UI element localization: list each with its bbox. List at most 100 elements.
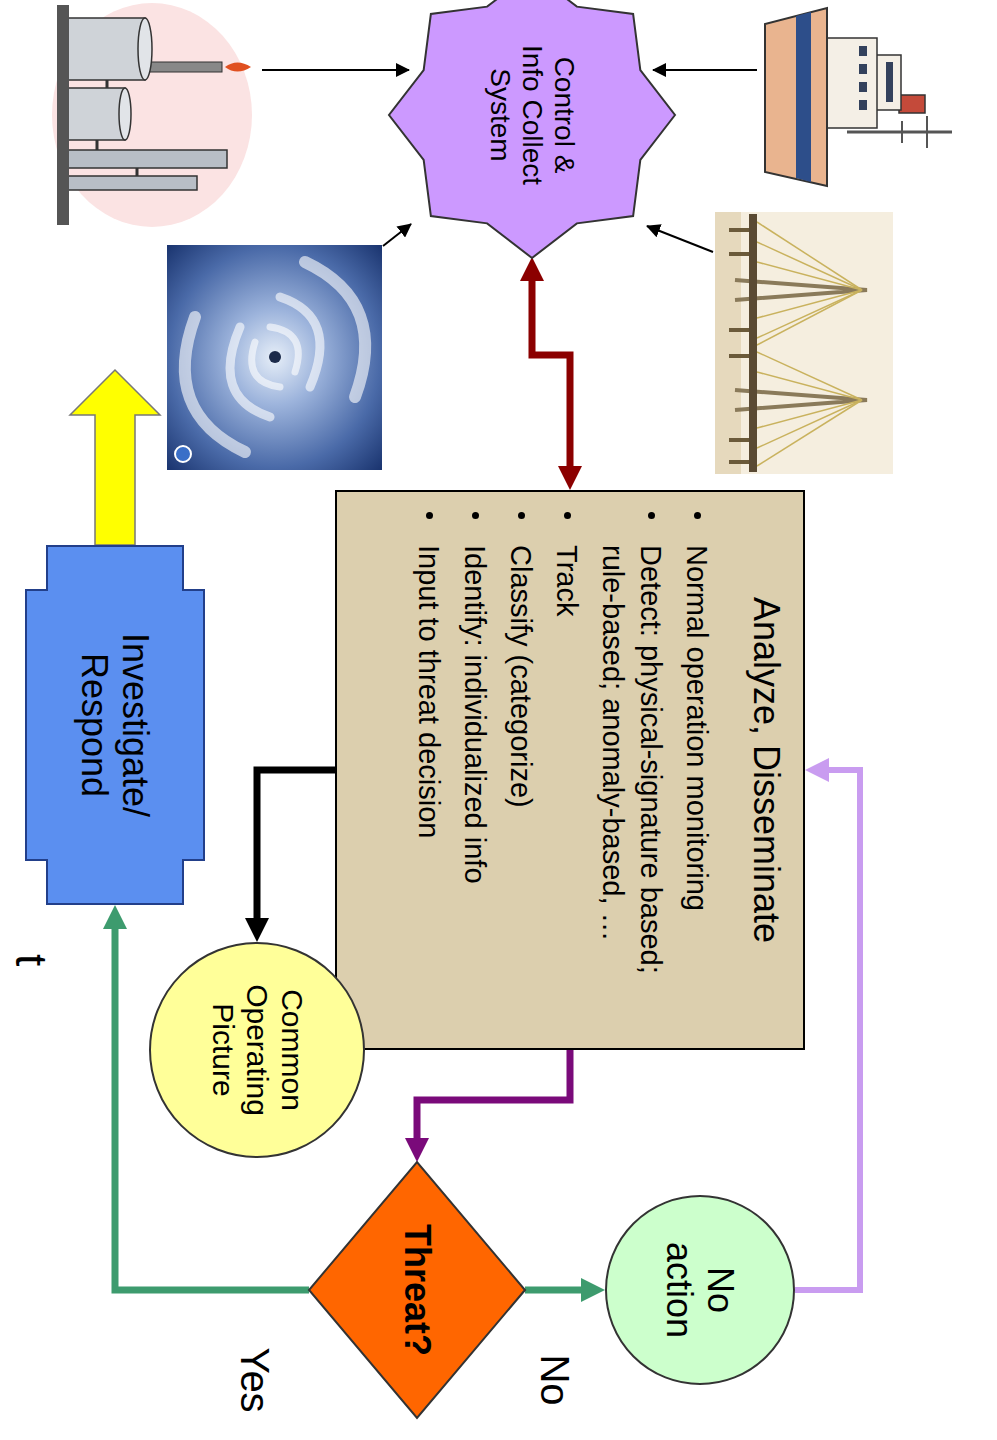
- bridge-piers: [729, 354, 749, 358]
- ship-mast: [926, 116, 928, 148]
- node-text-group: Control & Info Collect System: [484, 37, 581, 193]
- refinery-tank: [138, 18, 152, 80]
- bullet-text: Input to threat decision: [410, 545, 448, 1034]
- bullet-item: Detect: physical-signature based; rule-b…: [594, 506, 670, 1034]
- bridge-cables: [757, 400, 862, 448]
- bullet-dot: [518, 512, 525, 519]
- bridge-cables: [757, 222, 862, 466]
- threat-decision-diamond-shape: [309, 1162, 525, 1418]
- bridge-cables: [757, 242, 862, 290]
- data-link-arrow: [532, 271, 570, 476]
- branch-label: No: [533, 1351, 577, 1408]
- hurricane-satellite-image: [167, 245, 382, 470]
- picture-arrow: [257, 770, 335, 928]
- input-arrow: [647, 226, 713, 252]
- bullet-dot: [648, 512, 655, 519]
- node-text-group: Common Operating Picture: [205, 970, 309, 1130]
- node-label: No action: [659, 1235, 742, 1345]
- input-arrow: [262, 69, 409, 71]
- box-heading: Analyze, Disseminate: [746, 506, 787, 1034]
- node-label: Threat?: [396, 1215, 437, 1365]
- ship-superstructure: [827, 38, 877, 128]
- refinery-haze: [52, 3, 252, 227]
- bridge-cables: [757, 372, 862, 400]
- stray-letter: t: [7, 954, 55, 966]
- ship-picture: [765, 8, 952, 186]
- refinery-tank: [119, 88, 131, 140]
- text-row: Investigate/ Respond: [74, 625, 157, 825]
- hurricane-cloud-bands: [185, 262, 365, 452]
- bullet-dot: [472, 512, 479, 519]
- refinery-stack: [142, 62, 222, 72]
- decision-arrow: [417, 1050, 570, 1148]
- bridge-cables: [757, 352, 862, 400]
- node-text-group: Threat?: [396, 1215, 437, 1365]
- ship-window: [859, 64, 867, 74]
- analyze-box: Analyze, Disseminate Normal operation mon…: [335, 490, 805, 1050]
- bullet-text: Detect: physical-signature based; rule-b…: [594, 545, 670, 1034]
- bullet-dot: [694, 512, 701, 519]
- ship-mast: [847, 131, 952, 134]
- text-row: Analyze, Disseminate: [746, 506, 787, 1034]
- text-row: Control & Info Collect System: [484, 37, 581, 193]
- ship-window: [859, 82, 867, 92]
- ship-funnel: [899, 95, 925, 113]
- ship-hull: [765, 8, 827, 186]
- bridge-piers: [729, 328, 749, 332]
- bullet-item: Identify: individualized info: [456, 506, 494, 1034]
- ship-hull-band: [796, 12, 811, 182]
- refinery-column: [67, 176, 197, 190]
- threat-decision-diamond: Threat?: [307, 1160, 527, 1420]
- bridge-piers: [729, 438, 749, 442]
- hurricane-eye: [269, 351, 281, 363]
- bridge-cables: [757, 222, 862, 290]
- bullet-item: Classify (categorize): [502, 506, 540, 1034]
- bridge-cables: [757, 400, 862, 466]
- node-label: Control & Info Collect System: [484, 37, 581, 193]
- bullet-text: Identify: individualized info: [456, 545, 494, 1034]
- refinery-column: [67, 150, 227, 168]
- investigate-respond-box: Investigate/ Respond: [25, 545, 205, 905]
- ship-mast: [901, 121, 903, 143]
- refinery-base: [57, 5, 69, 225]
- text-row: No action: [659, 1235, 742, 1345]
- input-arrow: [383, 224, 411, 246]
- bridge-deck: [749, 214, 757, 472]
- collect-system-star-shape: [389, 0, 675, 258]
- bridge-water: [715, 212, 741, 474]
- node-text-group: No action: [659, 1235, 742, 1345]
- hurricane-picture: [167, 245, 382, 470]
- hurricane-cloud-bands: [252, 342, 280, 387]
- refinery-picture: [52, 3, 252, 227]
- investigate-respond-box-shape: [26, 546, 204, 904]
- hurricane-cloud-bands: [270, 327, 298, 372]
- refinery-tank: [67, 88, 125, 140]
- bullet-text: Track: [548, 545, 586, 1034]
- bullet-text: Normal operation monitoring: [678, 545, 716, 1034]
- text-row: Common Operating Picture: [205, 970, 309, 1130]
- bullet-item: Normal operation monitoring: [678, 506, 716, 1034]
- bridge-piers: [729, 460, 749, 464]
- ship-window: [859, 100, 867, 110]
- bullet-item: Input to threat decision: [410, 506, 448, 1034]
- node-label: Common Operating Picture: [205, 970, 309, 1130]
- bullet-dot: [426, 512, 433, 519]
- response-block-arrow: [70, 370, 160, 545]
- bridge-piers: [729, 252, 749, 256]
- no-action-circle: No action: [605, 1195, 795, 1385]
- input-arrow: [653, 69, 757, 71]
- ship-bridge: [875, 55, 901, 110]
- bridge-picture: [715, 212, 893, 474]
- text-row: Threat?: [396, 1215, 437, 1365]
- collect-system-star: Control & Info Collect System: [387, 0, 677, 260]
- bridge-cables: [757, 290, 862, 338]
- bridge-cables: [757, 290, 862, 345]
- bridge-piers: [729, 228, 749, 464]
- agency-logo: [175, 446, 191, 462]
- ship-window: [859, 46, 867, 56]
- node-text-group: Analyze, Disseminate Normal operation mon…: [410, 506, 787, 1034]
- bullet-text: Classify (categorize): [502, 545, 540, 1034]
- refinery-pipes: [97, 80, 137, 176]
- node-text-group: Investigate/ Respond: [74, 625, 157, 825]
